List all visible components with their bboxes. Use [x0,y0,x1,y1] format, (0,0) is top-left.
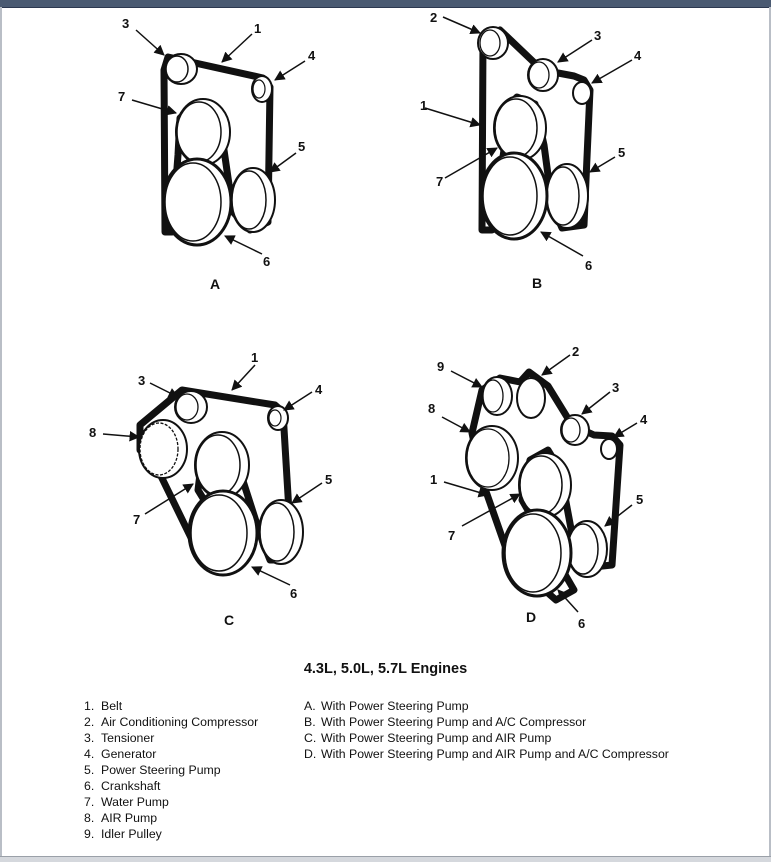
variant-item: C.With Power Steering Pump and AIR Pump [304,731,552,745]
generator-pulley-d [600,438,618,460]
svg-text:3: 3 [594,28,601,43]
air-pump-pulley-d [465,425,519,491]
diagram-title: 4.3L, 5.0L, 5.7L Engines [303,661,468,677]
variant-item: D.With Power Steering Pump and AIR Pump … [304,747,669,761]
svg-text:6: 6 [290,586,297,601]
svg-text:D: D [526,609,536,625]
legend-item: 4.Generator [84,747,157,761]
legend-item: 5.Power Steering Pump [84,763,221,777]
power-steering-pulley-a [230,167,276,233]
crankshaft-pulley-b [479,151,549,241]
svg-text:2: 2 [572,344,579,359]
generator-pulley-b [572,81,592,105]
svg-text:5: 5 [298,139,305,154]
water-pump-pulley-b [493,95,547,161]
window-left-edge [0,7,2,857]
panel-b: 1 2 3 4 5 6 7 B [420,10,642,291]
svg-text:8: 8 [89,425,96,440]
svg-text:8: 8 [428,401,435,416]
window-right-edge [769,7,771,857]
variant-item: B.With Power Steering Pump and A/C Compr… [304,715,587,729]
svg-text:5: 5 [618,145,625,160]
svg-text:1: 1 [420,98,427,113]
panel-a: 1 3 4 5 6 7 A [118,16,316,292]
svg-text:6: 6 [585,258,592,273]
component-legend: 1.Belt 2.Air Conditioning Compressor 3.T… [84,698,258,842]
window-top-bar [0,0,771,8]
svg-text:4: 4 [634,48,642,63]
svg-text:3: 3 [122,16,129,31]
svg-text:A: A [210,276,220,292]
tensioner-pulley-a [164,53,198,85]
svg-text:5: 5 [636,492,643,507]
panel-d: 1 2 3 4 5 6 7 8 9 D [428,344,648,631]
generator-pulley-c [267,405,289,431]
variant-item: A.With Power Steering Pump [304,699,469,713]
legend-item: 2.Air Conditioning Compressor [84,715,259,729]
svg-text:9: 9 [437,359,444,374]
power-steering-pulley-d [566,520,608,578]
legend-item: 1.Belt [84,699,123,713]
svg-text:7: 7 [448,528,455,543]
crankshaft-pulley-a [161,157,233,247]
idler-pulley-d [481,376,513,416]
svg-text:2: 2 [430,10,437,25]
power-steering-pulley-b [545,163,589,229]
tensioner-pulley-c [174,390,208,424]
svg-text:B: B [532,275,542,291]
svg-text:6: 6 [263,254,270,269]
ac-compressor-pulley-b [477,26,509,60]
tensioner-pulley-d [560,414,590,446]
variant-legend: A.With Power Steering Pump B.With Power … [304,698,669,762]
svg-text:7: 7 [436,174,443,189]
legend-item: 8.AIR Pump [84,811,158,825]
window-bottom-edge [0,856,771,862]
power-steering-pulley-c [258,499,304,565]
crankshaft-pulley-c [187,489,259,577]
svg-text:7: 7 [118,89,125,104]
belt-routing-diagram: 1 3 4 5 6 7 A [89,10,648,631]
legend-item: 7.Water Pump [84,795,169,809]
svg-text:1: 1 [251,350,258,365]
crankshaft-pulley-d [501,508,573,598]
water-pump-pulley-c [194,431,250,499]
svg-text:5: 5 [325,472,332,487]
svg-text:6: 6 [578,616,585,631]
air-pump-pulley-c [138,419,188,479]
tensioner-pulley-b [527,58,559,92]
svg-text:C: C [224,612,234,628]
water-pump-pulley-d [518,452,572,518]
svg-text:1: 1 [430,472,437,487]
legend-item: 9.Idler Pulley [84,827,162,841]
legend-item: 6.Crankshaft [84,779,161,793]
ac-compressor-pulley-d [516,377,546,419]
water-pump-pulley-a [175,98,231,166]
panel-c: 1 3 4 5 6 7 8 C [89,350,332,628]
svg-text:4: 4 [308,48,316,63]
svg-text:4: 4 [315,382,323,397]
legend-item: 3.Tensioner [84,731,155,745]
svg-text:3: 3 [138,373,145,388]
generator-pulley-a [251,75,273,103]
svg-text:3: 3 [612,380,619,395]
svg-text:4: 4 [640,412,648,427]
svg-text:1: 1 [254,21,261,36]
svg-text:7: 7 [133,512,140,527]
